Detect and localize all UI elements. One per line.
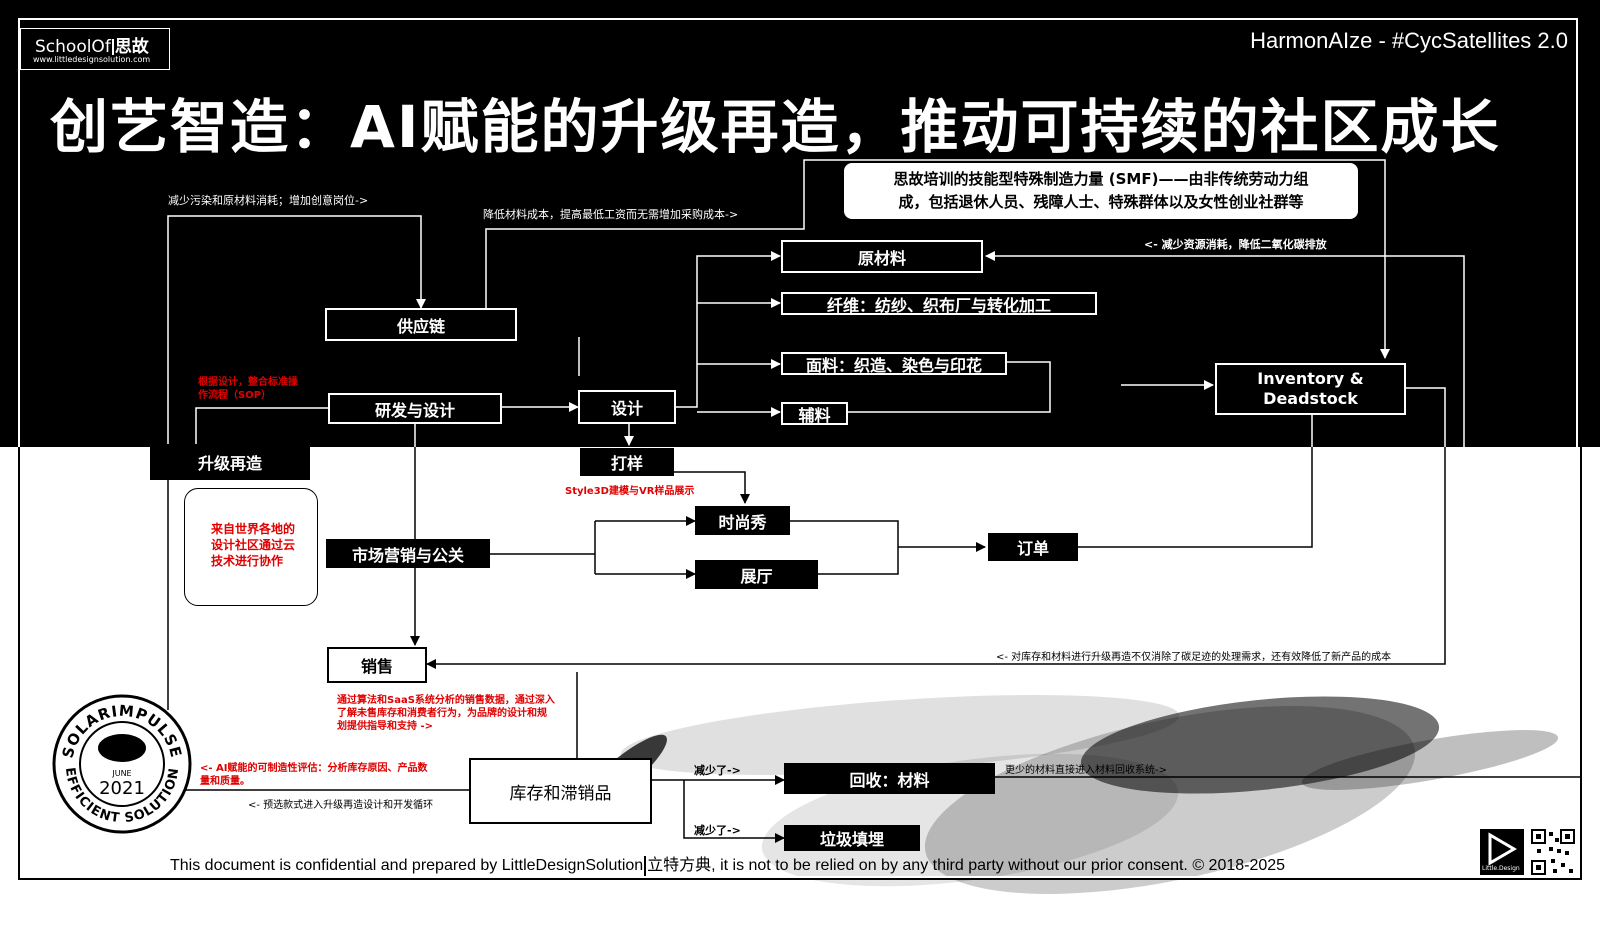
label-reduced-recycle: 减少了-> — [694, 764, 741, 777]
node-upcycle: 升级再造 — [150, 444, 310, 480]
community-text: 来自世界各地的设计社区通过云技术进行协作 — [211, 522, 296, 568]
seal-year: 2021 — [99, 778, 145, 799]
node-landfill: 垃圾填埋 — [784, 825, 920, 851]
node-fashion-show: 时尚秀 — [695, 506, 790, 535]
node-sales: 销售 — [327, 647, 427, 683]
node-rnd: 研发与设计 — [328, 393, 502, 424]
logo-brand-en: SchoolOf — [35, 37, 111, 57]
label-sales-data: 通过算法和SaaS系统分析的销售数据，通过深入 了解未售库存和消费者行为，为品牌… — [337, 694, 555, 733]
label-sop-line1: 根据设计，整合标准操 — [198, 377, 298, 388]
node-fiber: 纤维：纺纱、织布厂与转化加工 — [781, 292, 1097, 315]
play-icon — [1488, 832, 1517, 866]
label-reduce-pollution: 减少污染和原材料消耗；增加创意岗位-> — [168, 194, 369, 207]
node-recycle-materials: 回收：材料 — [784, 763, 995, 794]
node-sampling: 打样 — [580, 448, 674, 476]
label-lower-cost: 降低材料成本，提高最低工资而无需增加采购成本-> — [483, 208, 739, 221]
logo-url: www.littledesignsolution.com — [33, 55, 151, 64]
label-reduced-landfill: 减少了-> — [694, 824, 741, 837]
flow-connectors — [167, 159, 1582, 843]
node-inventory-unsold: 库存和滞销品 — [469, 758, 652, 824]
footer-disclaimer: This document is confidential and prepar… — [170, 851, 1285, 876]
node-orders: 订单 — [988, 533, 1078, 561]
smf-note-line2: 成，包括退休人员、残障人士、特殊群体以及女性创业社群等 — [898, 193, 1304, 211]
qr-code-icon — [1531, 829, 1575, 875]
label-sop-line2: 作流程（SOP） — [198, 390, 272, 401]
smf-note-line1: 思故培训的技能型特殊制造力量 (SMF)——由非传统劳动力组 — [893, 170, 1309, 188]
solar-impulse-seal: SOLARIMPULSE EFFICIENT SOLUTION JUNE 202… — [52, 694, 192, 834]
node-marketing-pr: 市场营销与公关 — [326, 539, 490, 568]
node-supply-chain: 供应链 — [325, 308, 517, 341]
label-ai-assessment: <- AI赋能的可制造性评估：分析库存原因、产品数 量和质量。 — [200, 762, 427, 788]
little-design-logo: Little.Design — [1480, 829, 1524, 875]
label-sales-data-line3: 划提供指导和支持 -> — [337, 721, 434, 732]
label-upcycle-benefit: <- 对库存和材料进行升级再造不仅消除了碳足迹的处理需求，还有效降低了新产品的成… — [996, 652, 1392, 663]
label-preselect: <- 预选款式进入升级再造设计和开发循环 — [248, 800, 434, 811]
label-sop: 根据设计，整合标准操 作流程（SOP） — [198, 376, 298, 402]
node-fabric: 面料：织造、染色与印花 — [781, 352, 1007, 375]
node-trims: 辅料 — [781, 402, 848, 425]
label-ai-assessment-line1: <- AI赋能的可制造性评估：分析库存原因、产品数 — [200, 763, 428, 774]
label-ai-assessment-line2: 量和质量。 — [200, 776, 250, 787]
tagline: HarmonAIze - #CycSatellites 2.0 — [1250, 28, 1568, 53]
globe-icon — [98, 734, 146, 762]
logo-brand-cn: 思故 — [114, 37, 149, 57]
label-reduce-resource: <- 减少资源消耗，降低二氧化碳排放 — [1144, 238, 1327, 251]
community-note: 来自世界各地的设计社区通过云技术进行协作 — [184, 488, 318, 606]
node-raw-materials: 原材料 — [781, 240, 983, 273]
slide-frame-bottom — [18, 447, 1582, 880]
footer-left: This document is confidential and prepar… — [170, 857, 644, 874]
ld-logo-text: Little.Design — [1482, 865, 1520, 872]
seal-month: JUNE — [111, 769, 131, 778]
label-sales-data-line2: 了解未售库存和消费者行为，为品牌的设计和规 — [337, 708, 547, 719]
node-design: 设计 — [578, 390, 676, 424]
node-showroom: 展厅 — [695, 560, 818, 589]
smf-note: 思故培训的技能型特殊制造力量 (SMF)——由非传统劳动力组 成，包括退休人员、… — [844, 163, 1358, 219]
node-inventory-deadstock: Inventory & Deadstock — [1215, 363, 1406, 415]
label-less-material: 更少的材料直接进入材料回收系统-> — [1005, 765, 1167, 776]
page-title: 创艺智造：AI赋能的升级再造，推动可持续的社区成长 — [50, 93, 1501, 161]
label-style3d: Style3D建模与VR样品展示 — [565, 486, 695, 497]
footer-right: 立特方典, it is not to be relied on by any t… — [647, 857, 1286, 874]
label-sales-data-line1: 通过算法和SaaS系统分析的销售数据，通过深入 — [337, 695, 555, 706]
